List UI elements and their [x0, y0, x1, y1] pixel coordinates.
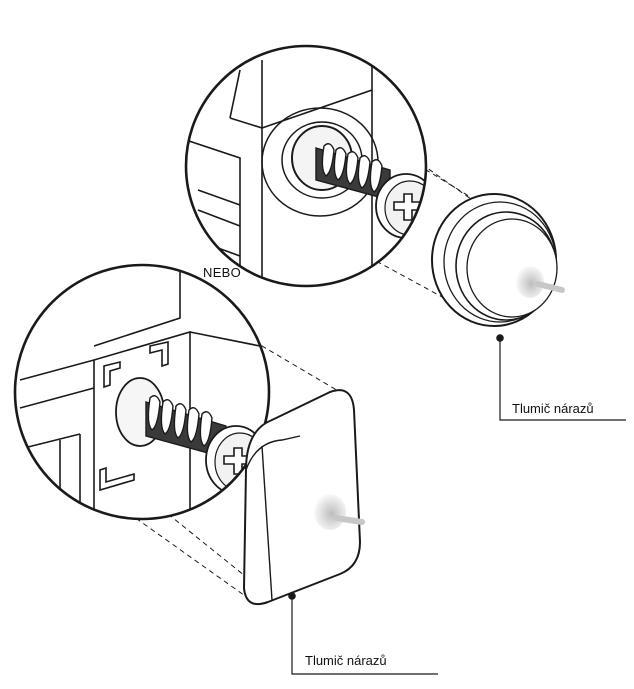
top-magnifier-content [186, 46, 426, 286]
bottom-bracket-marks [99, 341, 169, 492]
bottom-leader [291, 598, 438, 675]
bumper-label-top: Tlumič nárazů [512, 401, 594, 416]
round-bumper-icon [431, 193, 565, 327]
top-leader-dot [496, 334, 504, 342]
top-magnifier-circle [184, 44, 428, 288]
bottom-detail [13, 263, 438, 675]
bottom-magnifier-content [15, 265, 269, 519]
bumper-label-bottom: Tlumič nárazů [305, 653, 387, 668]
top-detail [184, 44, 626, 421]
nebo-label: NEBO [203, 265, 242, 280]
top-leader [499, 340, 626, 421]
bottom-magnifier-circle [13, 263, 271, 521]
bottom-leader-dot [288, 592, 296, 600]
bottom-cabinet-panel [19, 265, 269, 519]
bracket-bumper-icon [242, 389, 365, 606]
